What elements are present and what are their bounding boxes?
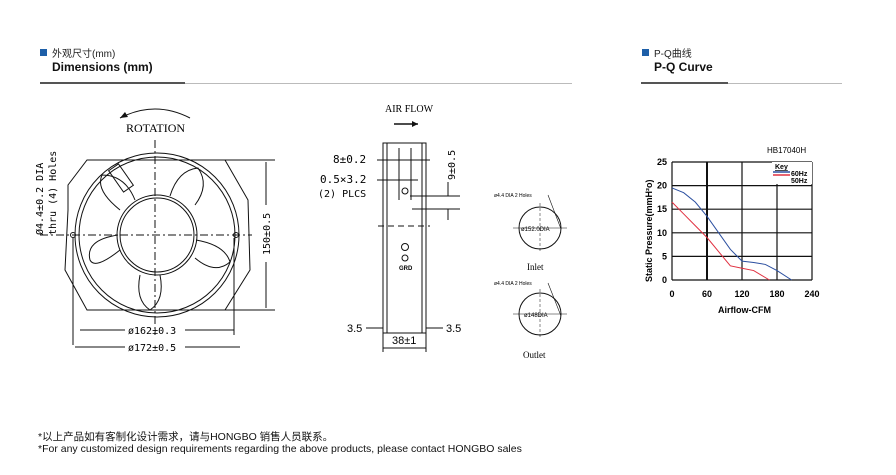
- dimensions-title: Dimensions (mm): [52, 60, 153, 74]
- y-axis-label: Static Pressure(mmH²o): [644, 179, 654, 282]
- outlet-holes-label: ø4.4 DIA 2 Holes: [494, 281, 532, 287]
- depth-dim: 38±1: [392, 335, 416, 347]
- fan-side-body: [382, 142, 427, 334]
- y-tick-label: 25: [657, 157, 667, 167]
- rotation-arrow-icon: [119, 108, 191, 119]
- terminal-size-dim: 0.5×3.2: [320, 173, 366, 186]
- inlet-outlet-drawing: ø4.4 DIA 2 Holes ø152.0DIA Inlet ø4.4 DI…: [494, 193, 567, 360]
- fan-side-drawing: AIR FLOW GRD 8±0.2 0.5×3.2 (2) PLCS 9±0.…: [318, 104, 461, 352]
- terminal-width-dim: 8±0.2: [333, 153, 366, 166]
- outlet-dia-label: ø148DIA: [524, 313, 548, 319]
- footer-note-cn: *以上产品如有客制化设计需求，请与HONGBO 销售人员联系。: [38, 431, 334, 443]
- side-left-dim: 3.5: [347, 323, 362, 335]
- side-right-dim: 3.5: [446, 323, 461, 335]
- pq-chart: HB17040H 0 60 120 180 240 0 5 10 15 20 25 Key 60Hz…: [644, 146, 820, 315]
- legend-title: Key: [775, 164, 788, 171]
- section-marker-icon: [642, 49, 649, 56]
- terminal-height-dim: 9±0.5: [447, 150, 458, 180]
- footer-note-en: *For any customized design requirements …: [38, 443, 522, 455]
- dia-outer-dim: ø172±0.5: [128, 343, 176, 354]
- pq-title: P-Q Curve: [654, 60, 713, 74]
- airflow-label: AIR FLOW: [385, 104, 434, 115]
- chart-title: HB17040H: [767, 146, 806, 155]
- x-tick-label: 240: [804, 289, 819, 299]
- x-tick-label: 120: [734, 289, 749, 299]
- y-tick-label: 5: [662, 251, 667, 261]
- legend-label-50hz: 50Hz: [791, 178, 808, 185]
- x-tick-label: 0: [669, 289, 674, 299]
- legend-label-60hz: 60Hz: [791, 171, 808, 178]
- dia-inner-dim: ø162±0.3: [128, 326, 176, 337]
- dimensions-title-cn: 外观尺寸(mm): [52, 49, 116, 60]
- section-marker-icon: [40, 49, 47, 56]
- fan-blades: [88, 167, 231, 311]
- x-tick-label: 60: [702, 289, 712, 299]
- hole-label-2: thru (4) Holes: [48, 151, 59, 235]
- outlet-label: Outlet: [523, 350, 546, 360]
- rotation-label: ROTATION: [126, 121, 185, 135]
- cable: [107, 163, 135, 193]
- fan-front-drawing: ROTATION Ø4.4±0.2 DIA thru (4) Holes 150…: [34, 108, 275, 354]
- y-tick-label: 15: [657, 204, 667, 214]
- inlet-dia-label: ø152.0DIA: [521, 227, 550, 233]
- x-axis-label: Airflow-CFM: [718, 305, 771, 315]
- legend-box: [772, 162, 812, 184]
- y-tick-label: 20: [657, 181, 667, 191]
- divider: [641, 83, 842, 84]
- inlet-label: Inlet: [527, 262, 544, 272]
- terminal-count: (2) PLCS: [318, 189, 366, 200]
- x-tick-label: 180: [769, 289, 784, 299]
- inlet-holes-label: ø4.4 DIA 2 Holes: [494, 193, 532, 199]
- pq-title-cn: P-Q曲线: [654, 49, 692, 60]
- fan-frame: [64, 159, 251, 311]
- series-line-50hz: [671, 201, 770, 281]
- grd-label: GRD: [399, 266, 413, 272]
- height-dim: 150±0.5: [262, 213, 273, 255]
- divider-accent: [641, 82, 728, 84]
- divider-accent: [40, 82, 185, 84]
- y-tick-label: 10: [657, 228, 667, 238]
- y-tick-label: 0: [662, 275, 667, 285]
- hole-label-1: Ø4.4±0.2 DIA: [34, 163, 46, 235]
- series-line-60hz: [671, 187, 792, 281]
- divider: [40, 83, 572, 84]
